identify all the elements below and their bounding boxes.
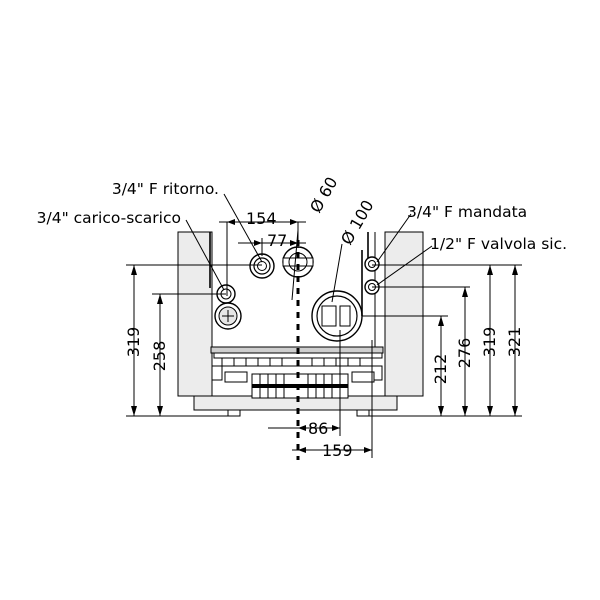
flue-100-connection <box>311 290 363 342</box>
label-flow: 3/4" F mandata <box>407 203 527 221</box>
dim-left-258: 258 <box>150 341 169 372</box>
right-side-panel <box>384 231 424 397</box>
label-flue-100: Ø 100 <box>337 197 378 248</box>
label-fill-drain: 3/4" carico-scarico <box>37 209 181 227</box>
bottom-dimensions: 86 159 <box>268 330 373 460</box>
left-dimensions: 319 258 <box>124 264 262 417</box>
dim-right-212: 212 <box>431 354 450 385</box>
dim-top-154: 154 <box>246 209 277 228</box>
left-side-panel <box>177 231 213 397</box>
top-dimensions: 154 77 <box>219 209 306 296</box>
label-safety-valve: 1/2" F valvola sic. <box>430 235 567 253</box>
foot-right <box>356 409 370 417</box>
flow-connection <box>364 256 380 272</box>
dim-top-77: 77 <box>267 231 287 250</box>
right-dimensions: 212 276 319 321 <box>362 264 524 417</box>
dim-bottom-86: 86 <box>308 419 328 438</box>
dim-left-319: 319 <box>124 327 143 358</box>
flue-60-connection <box>282 246 314 278</box>
dim-right-321: 321 <box>505 327 524 358</box>
dim-bottom-159: 159 <box>322 441 353 460</box>
dim-right-276: 276 <box>455 338 474 369</box>
label-flue-60: Ø 60 <box>306 174 341 216</box>
foot-left <box>227 409 241 417</box>
dim-right-319: 319 <box>480 327 499 358</box>
label-return: 3/4" F ritorno. <box>112 180 219 198</box>
leader-lines <box>185 193 433 303</box>
return-connection <box>249 253 275 279</box>
pressure-gauge <box>214 302 242 330</box>
